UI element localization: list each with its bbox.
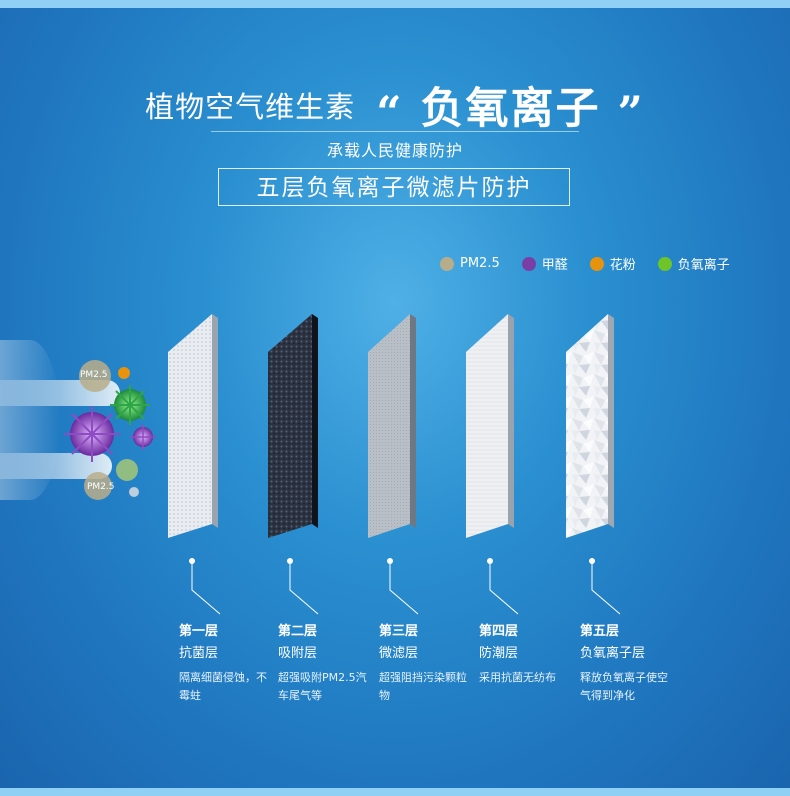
pm25-label-top: PM2.5 xyxy=(80,370,108,380)
pm25-dot-icon xyxy=(440,256,454,271)
layer-name: 微滤层 xyxy=(379,646,419,661)
small-purple-virus-icon xyxy=(130,424,156,450)
purple-virus-icon xyxy=(64,406,120,462)
filter-panel-5 xyxy=(566,314,614,538)
green-virus-icon xyxy=(110,385,150,425)
negative-ion-particle-icon xyxy=(116,459,138,481)
filter-panel-1 xyxy=(168,314,218,538)
headline-highlight-group: “ 负氧离子 ” xyxy=(376,84,645,139)
legend: PM2.5 甲醛 花粉 负氧离子 xyxy=(440,254,752,273)
legend-item-pm25: PM2.5 xyxy=(440,256,500,271)
layer-description: 隔离细菌侵蚀，不霉蛀 xyxy=(179,671,267,702)
layer-number: 第一层 xyxy=(179,624,219,639)
legend-item-pollen: 花粉 xyxy=(589,254,636,273)
bottom-bar xyxy=(0,788,790,796)
layer-name: 负氧离子层 xyxy=(580,646,646,661)
filter-panel-3 xyxy=(368,314,416,538)
layer-number: 第二层 xyxy=(278,624,318,639)
formaldehyde-dot-icon xyxy=(521,256,536,271)
legend-item-formaldehyde: 甲醛 xyxy=(521,254,568,273)
dust-particle-icon xyxy=(129,487,139,497)
layer-number: 第四层 xyxy=(479,624,519,639)
headline-highlight: 负氧离子 xyxy=(420,84,601,134)
legend-label: 负氧离子 xyxy=(677,258,730,273)
boxed-title: 五层负氧离子微滤片防护 xyxy=(218,168,570,206)
pollen-dot-icon xyxy=(589,256,604,271)
leader-lines xyxy=(189,558,621,615)
pm25-particle-icon xyxy=(79,360,111,392)
layer-name: 吸附层 xyxy=(278,646,318,661)
legend-label: 花粉 xyxy=(609,258,636,273)
headline: 植物空气维生素 “ 负氧离子 ” xyxy=(0,74,790,139)
quote-open: “ xyxy=(376,87,404,139)
quote-close: ” xyxy=(617,87,645,139)
air-flow-haze xyxy=(0,340,60,500)
legend-label: 甲醛 xyxy=(541,258,568,273)
layer-description: 采用抗菌无纺布 xyxy=(479,671,556,684)
filter-panel-4 xyxy=(466,314,514,538)
layer-5-info: 第五层 负氧离子层 释放负氧离子使空气得到净化 xyxy=(580,620,690,705)
layer-1-info: 第一层 抗菌层 隔离细菌侵蚀，不霉蛀 xyxy=(179,620,289,705)
title-divider xyxy=(211,131,579,132)
layer-2-info: 第二层 吸附层 超强吸附PM2.5汽车尾气等 xyxy=(278,620,388,705)
negative-ion-dot-icon xyxy=(657,256,672,271)
layer-description: 超强吸附PM2.5汽车尾气等 xyxy=(278,671,367,702)
subtitle: 承载人民健康防护 xyxy=(326,141,463,160)
layer-description: 超强阻挡污染颗粒物 xyxy=(379,671,467,702)
layer-3-info: 第三层 微滤层 超强阻挡污染颗粒物 xyxy=(379,620,489,705)
top-bar xyxy=(0,0,790,8)
pm25-label-bottom: PM2.5 xyxy=(87,482,115,492)
headline-prefix: 植物空气维生素 xyxy=(145,90,356,124)
filter-panel-2 xyxy=(268,314,318,538)
layer-4-info: 第四层 防潮层 采用抗菌无纺布 xyxy=(479,620,589,687)
legend-label: PM2.5 xyxy=(460,256,500,271)
layer-description: 释放负氧离子使空气得到净化 xyxy=(580,671,668,702)
pm25-particle-icon xyxy=(84,472,112,500)
layer-name: 抗菌层 xyxy=(179,646,219,661)
layer-number: 第五层 xyxy=(580,624,620,639)
layer-name: 防潮层 xyxy=(479,646,519,661)
pollutant-particles xyxy=(64,360,156,500)
legend-item-negative-ion: 负氧离子 xyxy=(657,254,730,273)
pollen-particle-icon xyxy=(118,367,130,379)
layer-number: 第三层 xyxy=(379,624,419,639)
